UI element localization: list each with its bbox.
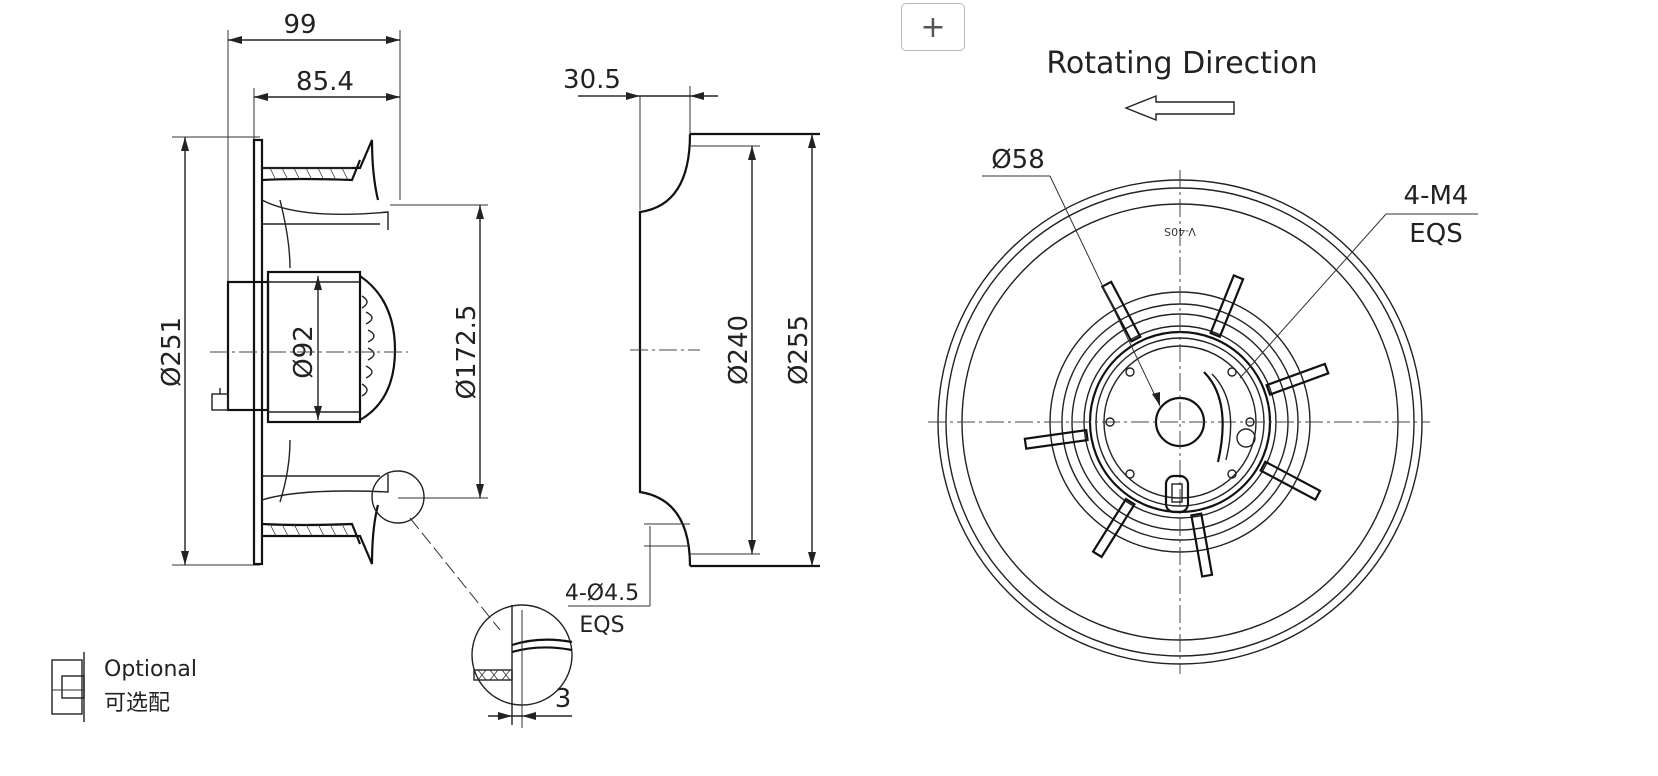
rotating-direction-title: Rotating Direction <box>1046 46 1317 81</box>
zoom-in-button[interactable]: + <box>901 3 965 51</box>
side-view: 99 85.4 Ø251 <box>157 10 501 631</box>
dim-nozzle-depth: 30.5 <box>563 65 621 95</box>
dim-nozzle-outer: Ø255 <box>784 315 814 385</box>
holes-eqs: EQS <box>579 613 624 638</box>
detail-view: 3 <box>471 604 573 728</box>
screws-label: 4-M4 <box>1404 181 1469 211</box>
optional-legend: Optional 可选配 <box>51 652 197 722</box>
rotation-arrow <box>1124 94 1235 122</box>
nozzle-view: 30.5 Ø240 Ø255 4-Ø4.5 EQS <box>563 65 820 638</box>
holes-label: 4-Ø4.5 <box>565 581 639 606</box>
dim-inlet-diameter: Ø172.5 <box>452 305 482 400</box>
dim-nozzle-inner: Ø240 <box>724 315 754 385</box>
dim-hub-diameter: Ø58 <box>991 145 1045 175</box>
dim-outer-diameter: Ø251 <box>157 317 187 387</box>
screws-eqs: EQS <box>1409 219 1462 249</box>
legend-optional-cn: 可选配 <box>104 691 170 716</box>
legend-optional-en: Optional <box>104 657 197 682</box>
dim-thickness: 3 <box>555 684 572 714</box>
dim-width-total: 99 <box>283 10 316 40</box>
dim-width-inner: 85.4 <box>296 67 354 97</box>
model-mark: V-40S <box>1164 225 1196 238</box>
front-view: Rotating Direction <box>928 46 1478 674</box>
